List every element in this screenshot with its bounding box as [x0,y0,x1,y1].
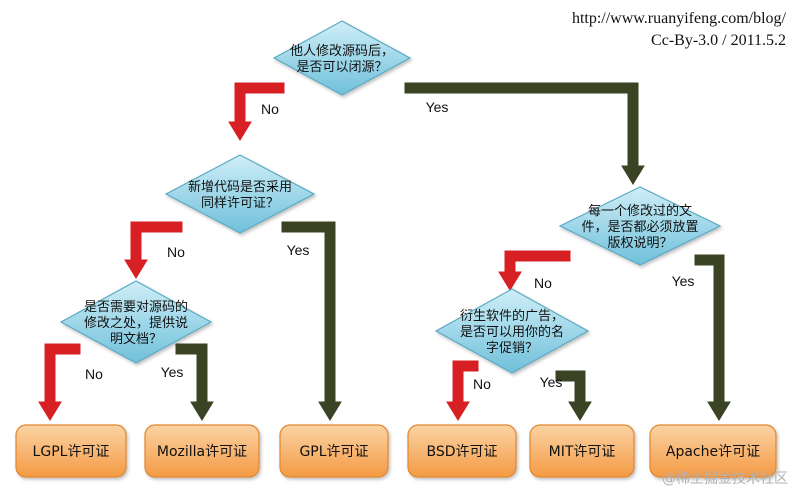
license-box-bsd: BSD许可证 [407,424,517,478]
edge-label-q5-bsd: No [473,376,491,392]
license-box-mozilla: Mozilla许可证 [144,424,260,478]
decision-q1-line-0: 他人修改源码后， [290,44,394,59]
license-box-mit: MIT许可证 [529,424,635,478]
decision-q3-line-0: 是否需要对源码的 [84,299,188,315]
arrow-yes-q5-mit [555,370,592,421]
decision-q3-line-1: 修改之处，提供说 [84,315,188,331]
decision-q2-line-0: 新增代码是否采用 [188,179,292,195]
arrow-yes-q3-mozilla [175,343,214,421]
license-label-bsd: BSD许可证 [426,444,497,460]
edge-label-q5-mit: Yes [540,374,563,390]
credit-license: Cc-By-3.0 / 2011.5.2 [651,32,786,49]
license-label-gpl: GPL许可证 [299,444,368,460]
arrow-no-q5-bsd [446,360,479,421]
decision-q2-line-1: 同样许可证？ [201,196,279,211]
decision-q3-line-2: 明文档？ [110,332,162,347]
decision-q1-line-1: 是否可以闭源？ [296,60,387,75]
arrow-no-q4-q5 [498,250,571,291]
arrow-yes-q1-q4 [404,82,645,185]
decision-q4-line-2: 版权说明？ [607,235,672,251]
decision-q1: 他人修改源码后，是否可以闭源？ [272,20,412,96]
license-box-gpl: GPL许可证 [279,424,389,478]
arrow-no-q1-q2 [228,82,285,141]
arrow-yes-q2-gpl [281,221,342,421]
decision-q5-line-2: 字促销？ [486,341,538,356]
license-label-lgpl: LGPL许可证 [33,444,110,460]
decision-q4-line-0: 每一个修改过的文 [588,203,692,219]
license-label-mozilla: Mozilla许可证 [157,444,247,460]
edge-label-q2-q3: No [167,244,185,260]
decision-q5-line-1: 是否可以用你的名 [460,324,564,340]
arrow-yes-q4-apache [694,254,731,421]
watermark: @稀土掘金技术社区 [662,471,788,487]
license-label-apache: Apache许可证 [666,444,760,460]
edge-label-q4-apache: Yes [672,273,695,289]
edge-label-q1-q2: No [261,101,279,117]
edge-label-q1-q4: Yes [426,99,449,115]
decision-q5-line-0: 衍生软件的广告， [460,308,564,324]
arrow-no-q3-lgpl [38,343,81,421]
edge-label-q4-q5: No [534,275,552,291]
edge-label-q3-lgpl: No [85,366,103,382]
edge-label-q3-mozilla: Yes [161,364,184,380]
license-box-apache: Apache许可证 [649,424,777,478]
edge-label-q2-gpl: Yes [287,242,310,258]
decision-q4-line-1: 件，是否都必须放置 [581,220,698,235]
license-label-mit: MIT许可证 [549,444,616,460]
license-box-lgpl: LGPL许可证 [15,424,127,478]
arrow-no-q2-q3 [124,221,183,279]
credit-url: http://www.ruanyifeng.com/blog/ [571,10,786,27]
